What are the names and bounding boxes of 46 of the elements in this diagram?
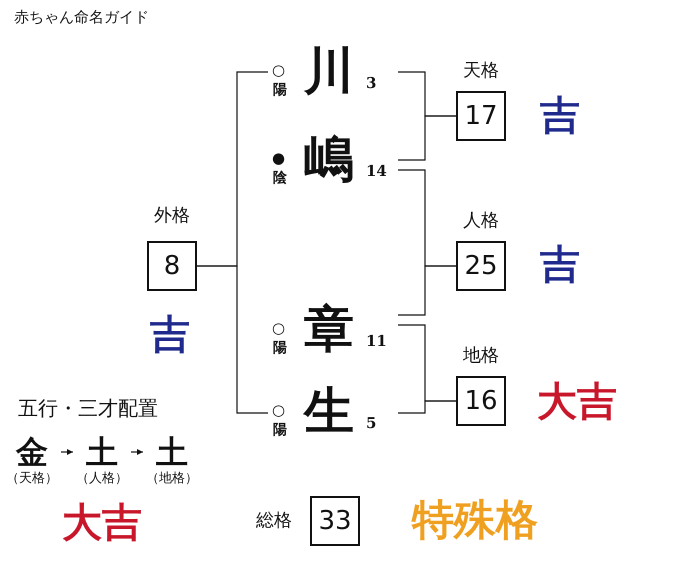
score-box: 16 bbox=[456, 376, 506, 426]
arrow bbox=[61, 449, 73, 455]
name-character: 生 bbox=[304, 386, 354, 436]
score-box: 33 bbox=[310, 496, 360, 546]
bracket-connector bbox=[197, 265, 268, 414]
section-heading: 五行・三才配置 bbox=[18, 398, 158, 418]
yin-yang-mark: ○ bbox=[272, 403, 286, 418]
yin-yang-label: 陽 bbox=[273, 341, 287, 355]
yin-yang-label: 陽 bbox=[273, 83, 287, 97]
yin-yang-mark: ○ bbox=[272, 63, 286, 78]
score-heading: 総格 bbox=[256, 512, 292, 530]
name-character: 川 bbox=[304, 46, 354, 96]
fortune-verdict: 大吉 bbox=[62, 503, 142, 543]
element-caption: （人格） bbox=[76, 472, 128, 485]
fortune-verdict: 特殊格 bbox=[412, 499, 538, 541]
score-box: 8 bbox=[147, 241, 197, 291]
score-heading: 人格 bbox=[463, 212, 499, 230]
arrow bbox=[131, 449, 143, 455]
name-character: 章 bbox=[304, 304, 354, 354]
yin-yang-label: 陽 bbox=[273, 423, 287, 437]
score-heading: 地格 bbox=[463, 347, 499, 365]
score-box: 25 bbox=[456, 241, 506, 291]
yin-yang-label: 陰 bbox=[273, 171, 287, 185]
element-character: 土 bbox=[156, 436, 188, 468]
score-heading: 外格 bbox=[154, 207, 190, 225]
element-caption: （地格） bbox=[146, 472, 198, 485]
stroke-count: 14 bbox=[366, 164, 387, 179]
stroke-count: 3 bbox=[366, 76, 376, 91]
score-heading: 天格 bbox=[463, 62, 499, 80]
bracket-connector bbox=[398, 265, 456, 316]
yin-yang-mark: ● bbox=[272, 151, 286, 166]
bracket-connector bbox=[398, 115, 456, 161]
score-box: 17 bbox=[456, 91, 506, 141]
stroke-count: 11 bbox=[366, 334, 387, 349]
element-character: 土 bbox=[86, 436, 118, 468]
element-character: 金 bbox=[16, 436, 48, 468]
stroke-count: 5 bbox=[366, 416, 376, 431]
name-character: 嶋 bbox=[304, 134, 354, 184]
element-caption: （天格） bbox=[6, 472, 58, 485]
fortune-verdict: 吉 bbox=[150, 315, 190, 355]
fortune-verdict: 吉 bbox=[540, 96, 580, 136]
fortune-verdict: 吉 bbox=[540, 245, 580, 285]
page-title: 赤ちゃん命名ガイド bbox=[14, 10, 149, 25]
yin-yang-mark: ○ bbox=[272, 321, 286, 336]
fortune-verdict: 大吉 bbox=[537, 382, 617, 422]
bracket-connector bbox=[398, 400, 456, 414]
